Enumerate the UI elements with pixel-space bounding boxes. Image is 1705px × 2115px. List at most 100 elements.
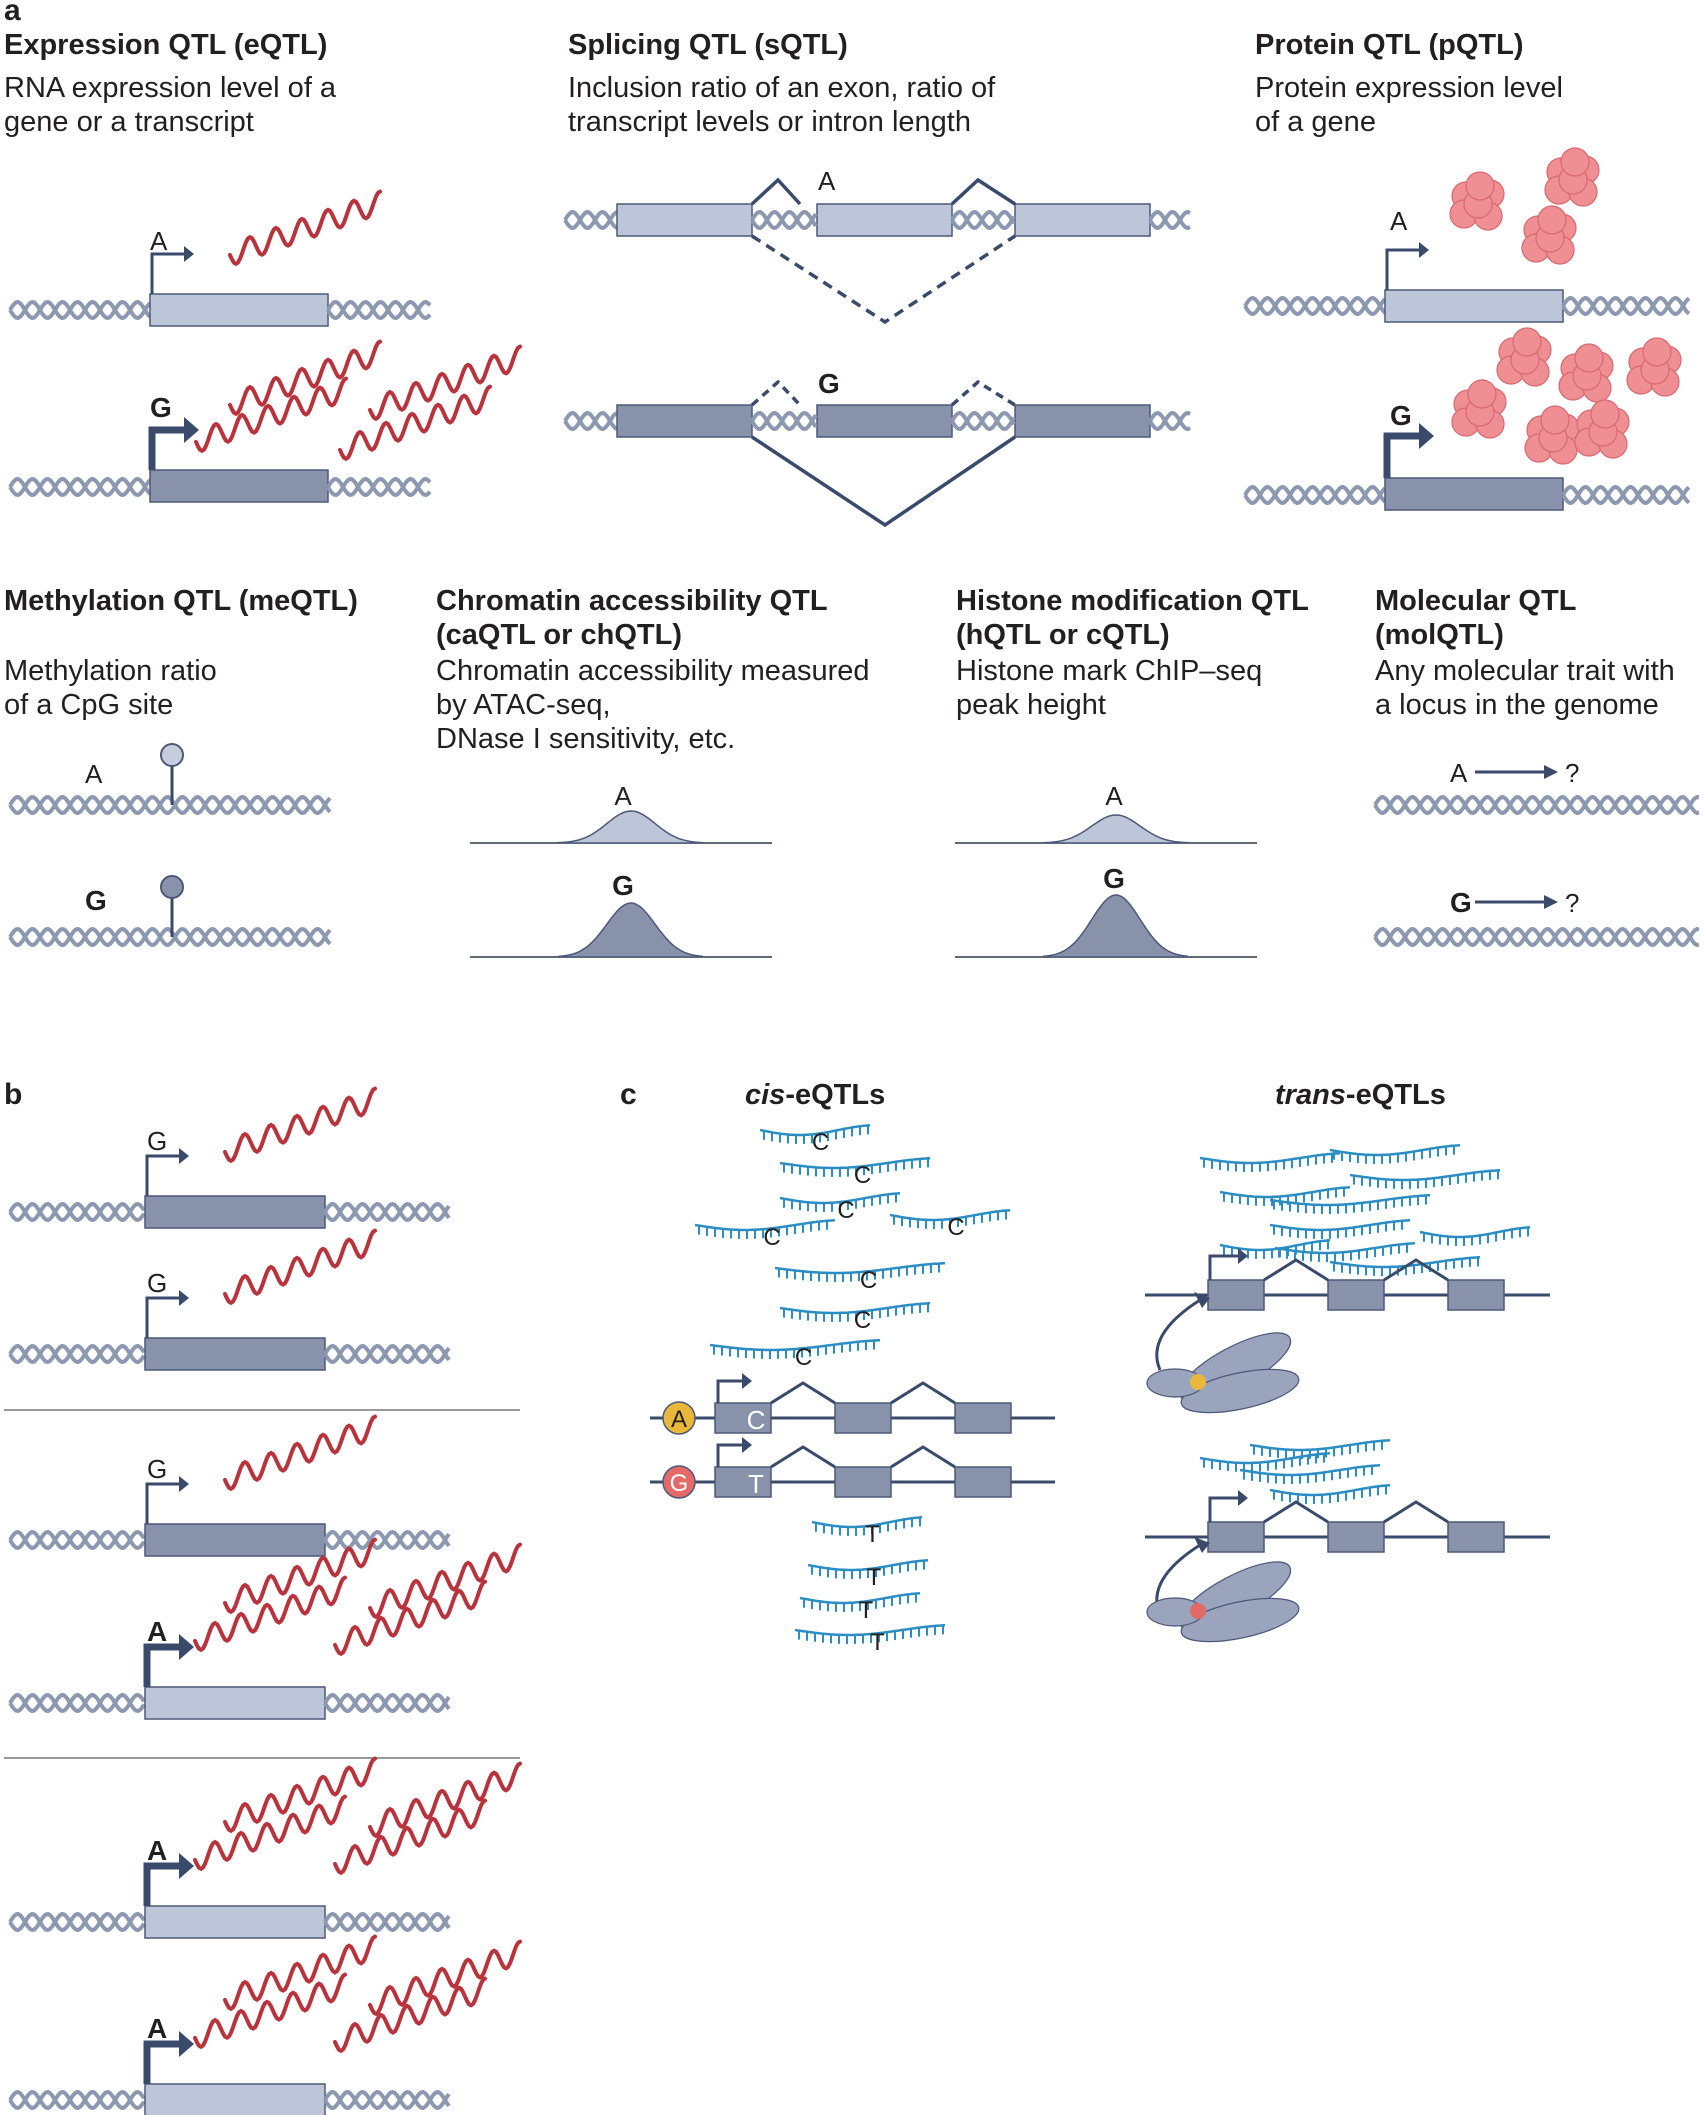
- dna-strand: [563, 209, 618, 231]
- dna-strand: [563, 209, 618, 231]
- read-backbone: [1419, 1225, 1531, 1239]
- gene-box: [144, 1686, 326, 1720]
- dna-strand: [1561, 484, 1691, 506]
- dna-helix: [1243, 295, 1387, 317]
- dna-helix: [1148, 209, 1191, 231]
- exon-box: [1447, 1521, 1505, 1553]
- read-allele-label: T: [859, 1597, 874, 1624]
- dna-helix: [8, 794, 332, 816]
- promoter-arrowhead: [1238, 1248, 1248, 1264]
- exon-box: [1207, 1279, 1265, 1311]
- dna-strand: [8, 476, 152, 498]
- exon-box: [1447, 1279, 1505, 1311]
- regulation-arrowhead: [1194, 1292, 1210, 1308]
- regulation-arrowhead: [1194, 1537, 1210, 1553]
- gene-box: [1384, 477, 1564, 511]
- rna-read: [1269, 1218, 1411, 1239]
- rna-transcript: [194, 376, 348, 454]
- dna-strand: [8, 1911, 146, 1933]
- protein-cluster: [1449, 171, 1505, 231]
- cis-eqtls-title-rest: -eQTLs: [785, 1079, 886, 1111]
- promoter-arrow: [145, 1482, 181, 1524]
- caqtl-title-line-2: (caQTL or chQTL): [436, 619, 682, 651]
- dna-strand: [1561, 295, 1691, 317]
- promoter-arrow: [716, 1379, 744, 1403]
- promoter-arrowhead: [179, 1290, 189, 1306]
- read-allele-label: C: [860, 1267, 877, 1294]
- allele-label-a: A: [85, 759, 103, 789]
- promoter-arrow: [1385, 248, 1421, 290]
- allele-label-g: G: [1450, 887, 1472, 918]
- exon-box: [834, 1402, 892, 1434]
- dna-strand: [8, 1343, 146, 1365]
- gene-box: [144, 2083, 326, 2115]
- rna-transcript: [368, 1761, 522, 1839]
- dna-strand: [8, 476, 152, 498]
- sqtl-desc-line-2: transcript levels or intron length: [568, 106, 971, 138]
- read-backbone: [1349, 1168, 1501, 1182]
- allele-label-a: A: [147, 1616, 167, 1647]
- intron-connector: [1383, 1500, 1449, 1524]
- read-backbone: [1269, 1218, 1411, 1232]
- dna-strand: [1243, 295, 1387, 317]
- exon-box: [1327, 1279, 1385, 1311]
- rna-read: [794, 1623, 946, 1644]
- allele-label-g: G: [147, 1268, 167, 1298]
- splice-junction: [750, 177, 802, 206]
- dna-strand: [8, 1529, 146, 1551]
- panel-label-b: b: [4, 1078, 23, 1111]
- dna-helix: [1373, 794, 1700, 816]
- allele-label-g: G: [1390, 400, 1412, 431]
- rna-read: [799, 1591, 921, 1612]
- allele-label-g: G: [85, 885, 107, 916]
- intron-connector: [770, 1381, 836, 1405]
- dna-helix: [8, 1692, 146, 1714]
- methyl-group: [160, 743, 184, 767]
- allele-a-circle: [662, 1401, 696, 1435]
- dna-strand: [750, 410, 818, 432]
- dna-strand: [8, 1692, 146, 1714]
- dna-strand: [8, 926, 332, 948]
- rna-transcript: [368, 1939, 522, 2017]
- meqtl-desc-line-2: of a CpG site: [4, 689, 174, 721]
- gene-box: [816, 203, 953, 237]
- gene-box: [149, 293, 329, 327]
- rna-read: [1249, 1438, 1391, 1459]
- dna-strand: [1243, 295, 1387, 317]
- dna-helix: [8, 926, 332, 948]
- dna-strand: [950, 209, 1016, 231]
- rna-read: [709, 1338, 881, 1359]
- cis-eqtls-title: cis-eQTLs: [745, 1078, 885, 1112]
- protein-blob: [1590, 399, 1620, 429]
- signal-peak: [1042, 894, 1191, 958]
- rna-transcript: [223, 1086, 377, 1164]
- read-allele-label: C: [947, 1214, 964, 1241]
- chromosome-arm: [1180, 1597, 1300, 1643]
- chromosome-arm: [1180, 1368, 1300, 1414]
- promoter-arrow: [1208, 1254, 1240, 1280]
- dna-strand: [326, 299, 432, 321]
- dna-helix: [563, 209, 618, 231]
- protein-cluster: [1544, 147, 1600, 207]
- panel-label-c: c: [620, 1078, 637, 1111]
- promoter-arrowhead: [179, 1476, 189, 1492]
- rna-read: [1274, 1241, 1416, 1262]
- rna-read: [774, 1261, 946, 1282]
- allele-label-a: A: [1390, 206, 1408, 236]
- dna-helix: [8, 476, 152, 498]
- protein-cluster: [1451, 379, 1507, 439]
- trans-eqtls-title: trans-eQTLs: [1275, 1078, 1446, 1112]
- dna-strand: [8, 1343, 146, 1365]
- hqtl-title-line-1: Histone modification QTL: [956, 585, 1309, 617]
- exon-box: [834, 1466, 892, 1498]
- dna-strand: [8, 794, 332, 816]
- dna-helix: [1561, 295, 1691, 317]
- trans-eqtls-title-italic: trans: [1275, 1079, 1346, 1111]
- gene-box: [144, 1195, 326, 1229]
- dna-strand: [323, 1343, 451, 1365]
- intron-connector: [890, 1445, 956, 1469]
- dna-helix: [8, 1343, 146, 1365]
- allele-label-a: A: [150, 226, 168, 256]
- dna-strand: [8, 1201, 146, 1223]
